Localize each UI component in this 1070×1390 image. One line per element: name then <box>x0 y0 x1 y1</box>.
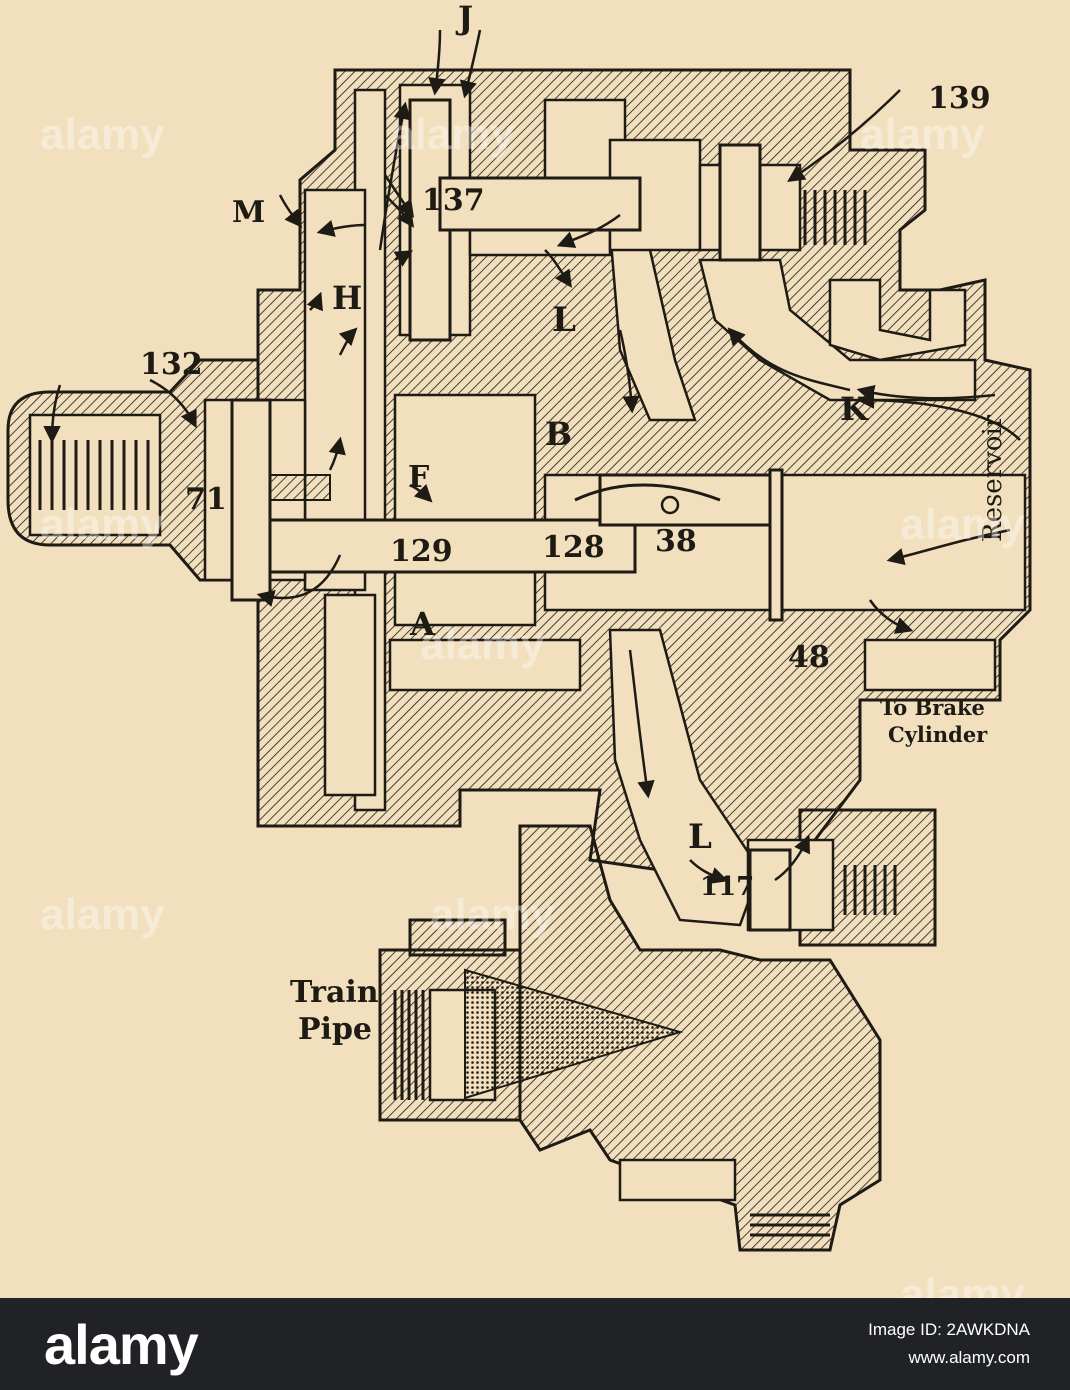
label-to-brake: To Brake <box>880 695 985 720</box>
label-l-lower: L <box>688 817 712 857</box>
label-132: 132 <box>140 347 203 382</box>
label-k: K <box>840 390 868 428</box>
label-j: J <box>458 0 474 37</box>
valve-section-drawing <box>6 29 1032 1252</box>
label-129: 129 <box>390 534 453 569</box>
label-b: B <box>545 415 573 453</box>
image-id: Image ID: 2AWKDNA <box>868 1320 1030 1339</box>
label-38: 38 <box>655 524 697 559</box>
label-train: Train <box>290 975 379 1010</box>
label-cylinder: Cylinder <box>888 722 988 747</box>
label-pipe: Pipe <box>298 1012 373 1047</box>
label-117: 117 <box>700 872 755 902</box>
label-137: 137 <box>422 183 485 218</box>
label-139: 139 <box>928 81 991 116</box>
diagram-canvas: J 139 M 137 H L 132 B K F 71 129 128 38 … <box>6 0 1032 1298</box>
label-h: H <box>332 279 363 317</box>
footer-bar: alamy Image ID: 2AWKDNA www.alamy.com <box>0 1298 1070 1390</box>
label-71: 71 <box>185 482 227 517</box>
label-m: M <box>232 195 266 230</box>
label-f: F <box>408 460 430 495</box>
label-128: 128 <box>542 530 605 565</box>
label-l-upper: L <box>552 300 576 340</box>
alamy-logo: alamy <box>44 1313 199 1376</box>
label-a: A <box>410 605 435 643</box>
label-reservoir: Reservoir <box>978 414 1008 542</box>
label-48: 48 <box>788 640 830 675</box>
site-url: www.alamy.com <box>908 1348 1030 1367</box>
